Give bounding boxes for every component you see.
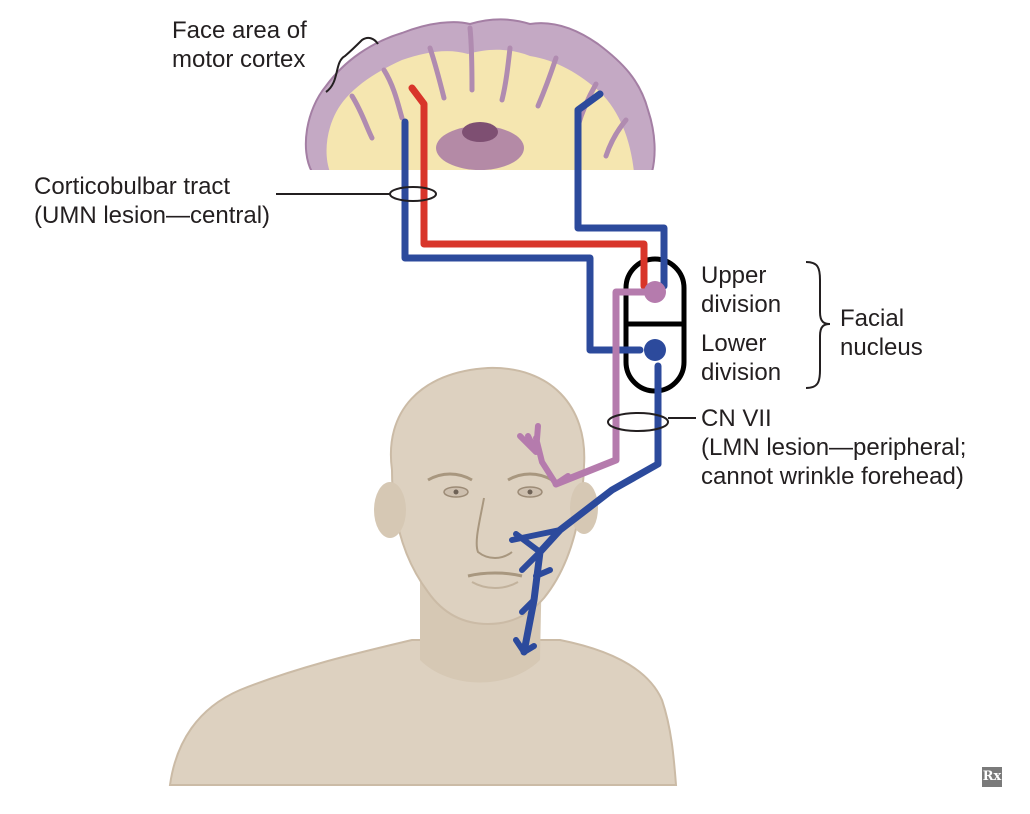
left-ear: [374, 482, 406, 538]
brain-section-cut: [300, 170, 660, 176]
blue-face-branches: [509, 527, 563, 655]
mouth: [467, 571, 523, 578]
left-eyebrow: [427, 472, 473, 482]
blue-corticobulbar-crossed: [401, 118, 644, 354]
brain-coronal-section: [300, 18, 660, 176]
nose: [475, 497, 513, 559]
rx-icon: Rx: [982, 767, 1002, 787]
annotations: [276, 186, 831, 432]
upper-division-neuron: [644, 281, 666, 303]
red-corticobulbar-crossed: [408, 84, 648, 290]
head: [389, 366, 586, 626]
facial-nucleus-label: Facial nucleus: [840, 305, 923, 361]
brain-deep-structure: [436, 126, 524, 170]
facial-nucleus-brace: [805, 261, 831, 389]
brain-ventricles: [462, 122, 498, 142]
pink-cn-vii-upper: [552, 288, 656, 488]
shoulders: [168, 639, 678, 786]
motor-cortex-face-area-brace: [325, 36, 379, 93]
head-and-shoulders: [168, 366, 678, 786]
pathways: [401, 84, 668, 656]
motor-cortex-label: Face area of motor cortex: [172, 17, 307, 73]
pink-forehead-branches: [517, 423, 571, 487]
cn-vii-lesion-ring: [607, 412, 669, 432]
corticobulbar-lesion-ring: [389, 186, 437, 202]
corticobulbar-tract-label: Corticobulbar tract (UMN lesion—central): [34, 173, 271, 229]
blue-corticobulbar-uncrossed: [574, 90, 668, 290]
lower-division-neuron: [644, 339, 666, 361]
face-features: [427, 472, 553, 589]
upper-division-label: Upper division: [701, 262, 782, 318]
cn-vii-label: CN VII (LMN lesion—peripheral; cannot wr…: [701, 405, 967, 490]
lower-division-label: Lower division: [701, 330, 782, 386]
right-eyebrow: [507, 472, 553, 482]
